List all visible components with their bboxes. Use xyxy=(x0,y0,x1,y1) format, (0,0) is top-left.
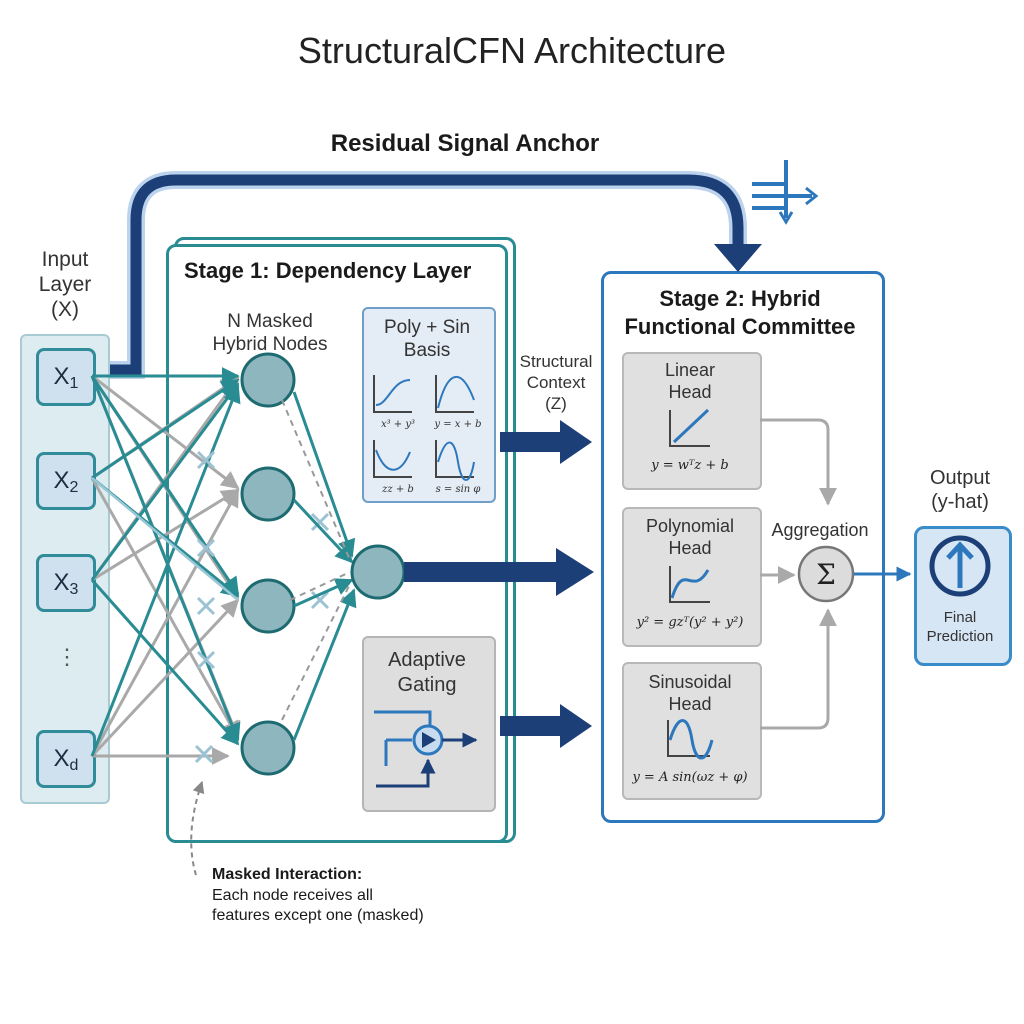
stage2-title-line-1: Stage 2: Hybrid xyxy=(659,286,821,311)
input-layer-label: Input Layer (X) xyxy=(20,247,110,322)
masked-nodes-label: N Masked Hybrid Nodes xyxy=(190,310,350,356)
basis-title-line-1: Poly + Sin xyxy=(383,317,471,338)
gating-icon xyxy=(374,710,478,788)
basis-eq-3: zz + b xyxy=(382,484,414,495)
residual-anchor-arrow-glow xyxy=(110,171,747,379)
arrow-up-circle-icon xyxy=(929,535,991,597)
polynomial-head-equation: y² = gzᵀ(y² + y²) xyxy=(636,615,744,630)
input-label-line-2: Layer xyxy=(38,273,92,296)
hybrid-nodes xyxy=(240,352,296,776)
hybrid-node-3 xyxy=(240,578,296,634)
basis-eq-1: x³ + y³ xyxy=(380,419,416,430)
residual-anchor-arrow xyxy=(110,174,744,376)
final-prediction-label: Final Prediction xyxy=(914,608,1006,646)
mask-markers xyxy=(194,450,330,764)
sinusoidal-head-title-line-1: Sinusoidal xyxy=(648,672,732,692)
polynomial-head-title-line-2: Head xyxy=(668,538,712,558)
dependency-output-node xyxy=(350,544,406,600)
context-label-line-3: (Z) xyxy=(545,394,567,413)
final-prediction-line-2: Prediction xyxy=(926,628,994,645)
basis-eq-4: s = sin φ xyxy=(435,484,481,495)
hybrid-node-1 xyxy=(240,352,296,408)
input-label-line-1: Input xyxy=(41,248,89,271)
linear-head-title-line-2: Head xyxy=(668,382,712,402)
diagram-title: StructuralCFN Architecture xyxy=(297,30,727,71)
gating-title-line-2: Gating xyxy=(397,674,457,696)
polynomial-head-box xyxy=(622,507,762,647)
sinusoidal-head-title: Sinusoidal Head xyxy=(622,671,758,715)
sinusoidal-head-box xyxy=(622,662,762,800)
gating-title: Adaptive Gating xyxy=(362,648,492,698)
node-aggregate-connections xyxy=(281,391,357,741)
basis-panel xyxy=(362,307,496,503)
aggregation-sum-symbol: Σ xyxy=(816,558,836,591)
nodes-label-line-2: Hybrid Nodes xyxy=(212,334,328,355)
polynomial-head-title-line-1: Polynomial xyxy=(645,516,735,536)
context-arrows xyxy=(404,420,594,748)
basis-title-line-2: Basis xyxy=(403,340,451,361)
context-label-line-1: Structural xyxy=(519,352,593,371)
structural-context-label: Structural Context (Z) xyxy=(510,351,602,414)
residual-anchor-arrowhead xyxy=(714,244,762,272)
hybrid-node-4 xyxy=(240,720,296,776)
stage2-title-line-2: Functional Committee xyxy=(624,314,856,339)
hybrid-node-2 xyxy=(240,466,296,522)
polynomial-head-title: Polynomial Head xyxy=(622,515,758,559)
note-line-1: Each node receives all xyxy=(212,887,373,904)
head-aggregation-connectors xyxy=(760,418,837,730)
signal-flow-icon xyxy=(752,160,819,225)
sinusoidal-head-equation: y = A sin(ωz + φ) xyxy=(632,770,748,785)
basis-plot-icons xyxy=(373,375,475,481)
basis-eq-2: y = x + b xyxy=(434,419,482,430)
masked-interaction-note-text: Each node receives all features except o… xyxy=(212,886,512,926)
sinusoidal-head-title-line-2: Head xyxy=(668,694,712,714)
aggregation-label: Aggregation xyxy=(771,520,869,540)
masked-interaction-note-title: Masked Interaction: xyxy=(212,866,363,883)
output-label: Output (y-hat) xyxy=(910,466,1010,514)
final-prediction-line-1: Final xyxy=(943,609,977,626)
linear-head-box xyxy=(622,352,762,490)
linear-head-equation: y = wᵀz + b xyxy=(651,458,729,473)
input-label-line-3: (X) xyxy=(51,298,79,321)
linear-head-title: Linear Head xyxy=(622,359,758,403)
output-label-line-1: Output xyxy=(929,467,991,489)
masked-note-pointer xyxy=(190,780,205,876)
sine-graph-icon xyxy=(667,719,714,760)
polynomial-graph-icon xyxy=(669,566,710,603)
stage2-title: Stage 2: Hybrid Functional Committee xyxy=(601,285,879,341)
context-label-line-2: Context xyxy=(526,373,586,392)
output-label-line-2: (y-hat) xyxy=(931,491,989,513)
aggregation-sum-node xyxy=(797,545,855,603)
basis-title: Poly + Sin Basis xyxy=(362,316,492,362)
stage1-title: Stage 1: Dependency Layer xyxy=(184,258,472,283)
nodes-label-line-1: N Masked xyxy=(227,311,313,332)
input-node-connections xyxy=(90,367,241,765)
gating-title-line-1: Adaptive xyxy=(388,649,466,671)
residual-anchor-label: Residual Signal Anchor xyxy=(330,130,600,157)
note-line-2: features except one (masked) xyxy=(212,907,424,924)
linear-head-title-line-1: Linear xyxy=(664,360,716,380)
linear-graph-icon xyxy=(669,408,710,447)
